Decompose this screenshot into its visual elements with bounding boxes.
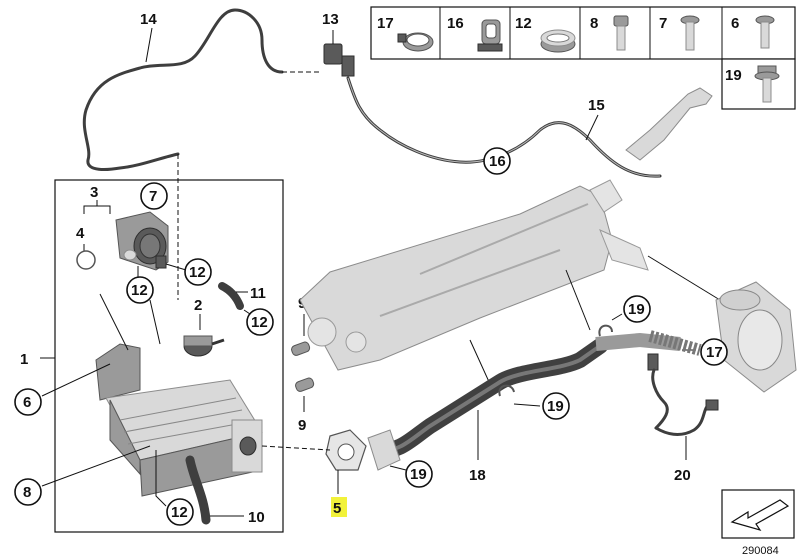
callout-11: 11 (250, 285, 266, 302)
callout-19c: 19 (410, 466, 427, 483)
callout-ring-8 (14, 478, 42, 506)
parts-table-row (370, 6, 796, 60)
parts-table-extra-cell (721, 58, 796, 110)
callout-2: 2 (194, 297, 202, 314)
intake-manifold (299, 179, 721, 385)
temperature-sensor-20: 20 (647, 353, 719, 484)
table-label-clip-16: 16 (447, 15, 464, 32)
callout-14: 14 (140, 11, 157, 28)
callout-ring-6 (14, 388, 42, 416)
callout-9b: 9 (298, 417, 306, 434)
charge-air-pipe-17 (715, 281, 797, 393)
screw-19-icon (754, 65, 780, 103)
vacuum-hose-11 (218, 282, 244, 310)
diagram-reference-number: 290084 (742, 545, 779, 557)
callout-10: 10 (248, 509, 265, 526)
direction-arrow-icon (730, 499, 790, 532)
reference-icon: 290084 (721, 489, 795, 557)
callout-ring-19c (405, 460, 433, 488)
callout-18: 18 (469, 467, 486, 484)
callout-ring-19a (623, 295, 651, 323)
callout-12a: 12 (189, 264, 206, 281)
vacuum-line-14: 14 (82, 8, 320, 172)
screw-7-icon (680, 15, 700, 51)
table-label-screw-19: 19 (725, 67, 742, 84)
callout-7: 7 (149, 188, 157, 205)
gasket-5 (261, 429, 367, 494)
egr-module-assembly-1: 1 3 4 7 12 12 11 12 (14, 179, 284, 533)
callout-ring-12a (184, 258, 212, 286)
callout-19b: 19 (547, 398, 564, 415)
callout-12b: 12 (131, 282, 148, 299)
hose-clamp-12-icon (540, 29, 576, 53)
hose-clamp-17-icon (397, 32, 434, 52)
table-label-screw-8: 8 (590, 15, 598, 32)
callout-4: 4 (76, 225, 85, 242)
callout-ring-12c (246, 308, 274, 336)
assembly-frame (54, 179, 284, 533)
table-label-screw-6: 6 (731, 15, 739, 32)
callout-8: 8 (23, 484, 31, 501)
egr-cooler (95, 343, 263, 497)
callout-17: 17 (706, 344, 723, 361)
egr-pipe-fasteners: 19 19 19 (389, 295, 651, 488)
callout-5: 5 (333, 500, 341, 517)
callout-12c: 12 (251, 314, 268, 331)
table-label-clamp-12: 12 (515, 15, 532, 32)
callout-ring-12b (126, 276, 154, 304)
callout-ring-17 (700, 338, 728, 366)
gasket-4 (76, 250, 96, 270)
pressure-converter-13: 13 (322, 11, 355, 77)
callout-ring-12d (166, 498, 194, 526)
egr-actuator-7 (115, 211, 169, 271)
callout-19a: 19 (628, 301, 645, 318)
cable-clip-16-icon (477, 19, 503, 52)
screw-8-icon (613, 15, 629, 51)
table-label-clamp-17: 17 (377, 15, 394, 32)
callout-1: 1 (20, 351, 28, 368)
wiring-harness-15: 15 16 (346, 76, 713, 178)
egr-pipe-18 (367, 330, 702, 471)
screw-9-lower: 9 (295, 377, 315, 434)
callout-16: 16 (489, 153, 506, 170)
screw-6-icon (755, 15, 775, 49)
table-label-screw-7: 7 (659, 15, 667, 32)
callout-15: 15 (588, 97, 605, 114)
callout-6: 6 (23, 394, 31, 411)
callout-ring-7 (140, 182, 168, 210)
callout-12d: 12 (171, 504, 188, 521)
callout-13: 13 (322, 11, 339, 28)
parts-table: 17 16 12 8 7 6 19 (370, 6, 796, 110)
vacuum-hose-10 (185, 455, 211, 525)
callout-3: 3 (90, 184, 98, 201)
callout-ring-16 (483, 147, 511, 175)
callout-20: 20 (674, 467, 691, 484)
solenoid-valve-2 (183, 335, 225, 357)
callout-5-highlight (331, 497, 347, 517)
callout-ring-19b (542, 392, 570, 420)
